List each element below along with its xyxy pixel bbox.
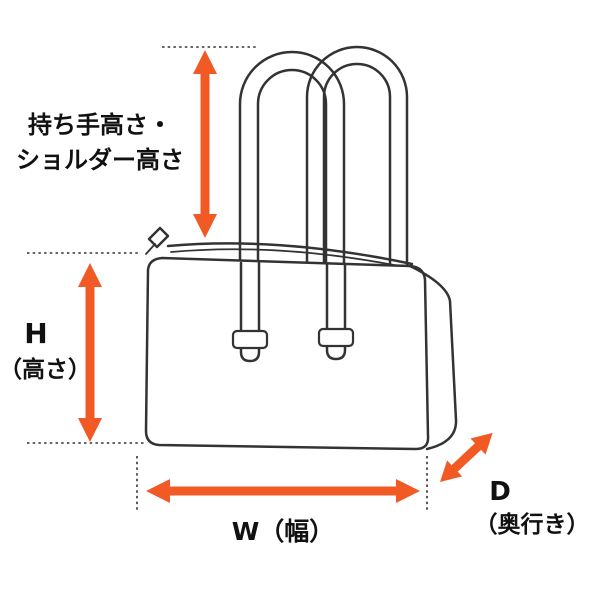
handle-height-arrow xyxy=(193,50,217,238)
bag-side-panel xyxy=(408,264,458,451)
zipper-pull-icon xyxy=(147,226,170,249)
height-arrow-shape xyxy=(78,263,102,442)
depth-name-label: （奥行き） xyxy=(475,511,590,538)
width-arrow xyxy=(146,479,420,503)
bag-zipper-line xyxy=(170,248,410,269)
depth-arrow-shape xyxy=(440,432,493,482)
bag-handle-front-outer xyxy=(238,50,346,274)
width-label: W（幅） xyxy=(232,517,335,546)
bag-illustration xyxy=(144,45,458,451)
bag-strap-right xyxy=(325,262,347,361)
bag-body xyxy=(144,256,430,451)
bag-strap-left xyxy=(239,261,261,363)
depth-symbol-label: D xyxy=(489,477,511,507)
height-arrow xyxy=(78,263,102,442)
labels: 持ち手高さ・ ショルダー高さ H （高さ） W（幅） D （奥行き） xyxy=(0,111,590,546)
guide-lines xyxy=(27,46,428,512)
height-symbol-label: H xyxy=(24,317,47,350)
depth-arrow xyxy=(440,432,493,482)
bag-handle-back-inner xyxy=(322,62,392,272)
handle-height-label-line1: 持ち手高さ・ xyxy=(28,111,172,139)
height-name-label: （高さ） xyxy=(0,356,91,383)
bag-strap-band-left xyxy=(231,329,269,350)
width-arrow-shape xyxy=(146,479,420,503)
bag-handle-back-outer xyxy=(305,45,409,274)
handle-height-arrow-shape xyxy=(193,50,217,238)
handle-height-label-line2: ショルダー高さ xyxy=(16,146,184,174)
zipper-pull-tab xyxy=(145,243,156,255)
bag-top-rim xyxy=(166,242,414,266)
bag-handle-front-inner xyxy=(256,68,328,274)
bag-strap-band-right xyxy=(317,327,355,348)
